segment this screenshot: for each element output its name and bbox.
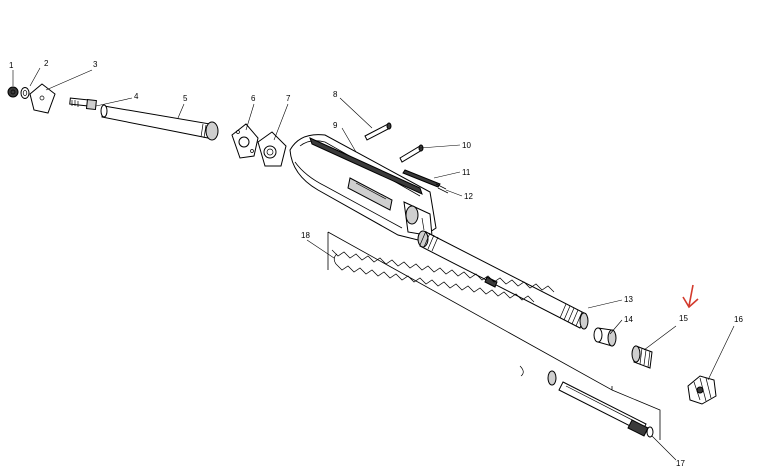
leader-lines xyxy=(12,67,735,461)
part-label-1: 1 xyxy=(9,61,14,70)
part-label-2: 2 xyxy=(44,59,49,68)
part-label-12: 12 xyxy=(464,192,473,201)
part-16-cap xyxy=(687,375,717,405)
part-label-17: 17 xyxy=(676,459,685,468)
part-label-5: 5 xyxy=(183,94,188,103)
assembly-outline xyxy=(327,231,661,440)
part-label-16: 16 xyxy=(734,315,743,324)
part-12-clip xyxy=(435,183,449,194)
part-9-housing xyxy=(289,134,437,241)
part-17-rod xyxy=(558,381,654,438)
part-18-spring xyxy=(331,249,557,386)
part-15-nut xyxy=(631,345,653,369)
part-label-18: 18 xyxy=(301,231,310,240)
part-10-pin xyxy=(399,144,424,163)
part-label-14: 14 xyxy=(624,315,633,324)
part-7-flange xyxy=(257,131,287,167)
part-label-6: 6 xyxy=(251,94,256,103)
part-4-bolt xyxy=(69,97,97,111)
part-label-8: 8 xyxy=(333,90,338,99)
part-label-7: 7 xyxy=(286,94,291,103)
part-label-13: 13 xyxy=(624,295,633,304)
part-3-plate xyxy=(29,83,56,114)
part-2-washer xyxy=(20,87,30,99)
part-label-3: 3 xyxy=(93,60,98,69)
part-11-strip xyxy=(402,169,441,188)
part-6-gasket xyxy=(231,123,259,159)
part-label-9: 9 xyxy=(333,121,338,130)
red-arrow-annotation xyxy=(682,284,699,309)
part-5-tube xyxy=(100,104,219,141)
part-label-11: 11 xyxy=(462,168,471,177)
part-8-pin xyxy=(364,122,392,141)
part-label-10: 10 xyxy=(462,141,471,150)
part-label-15: 15 xyxy=(679,314,688,323)
part-label-4: 4 xyxy=(134,92,139,101)
part-1-nut xyxy=(7,86,19,98)
part-13-tube xyxy=(417,230,589,330)
